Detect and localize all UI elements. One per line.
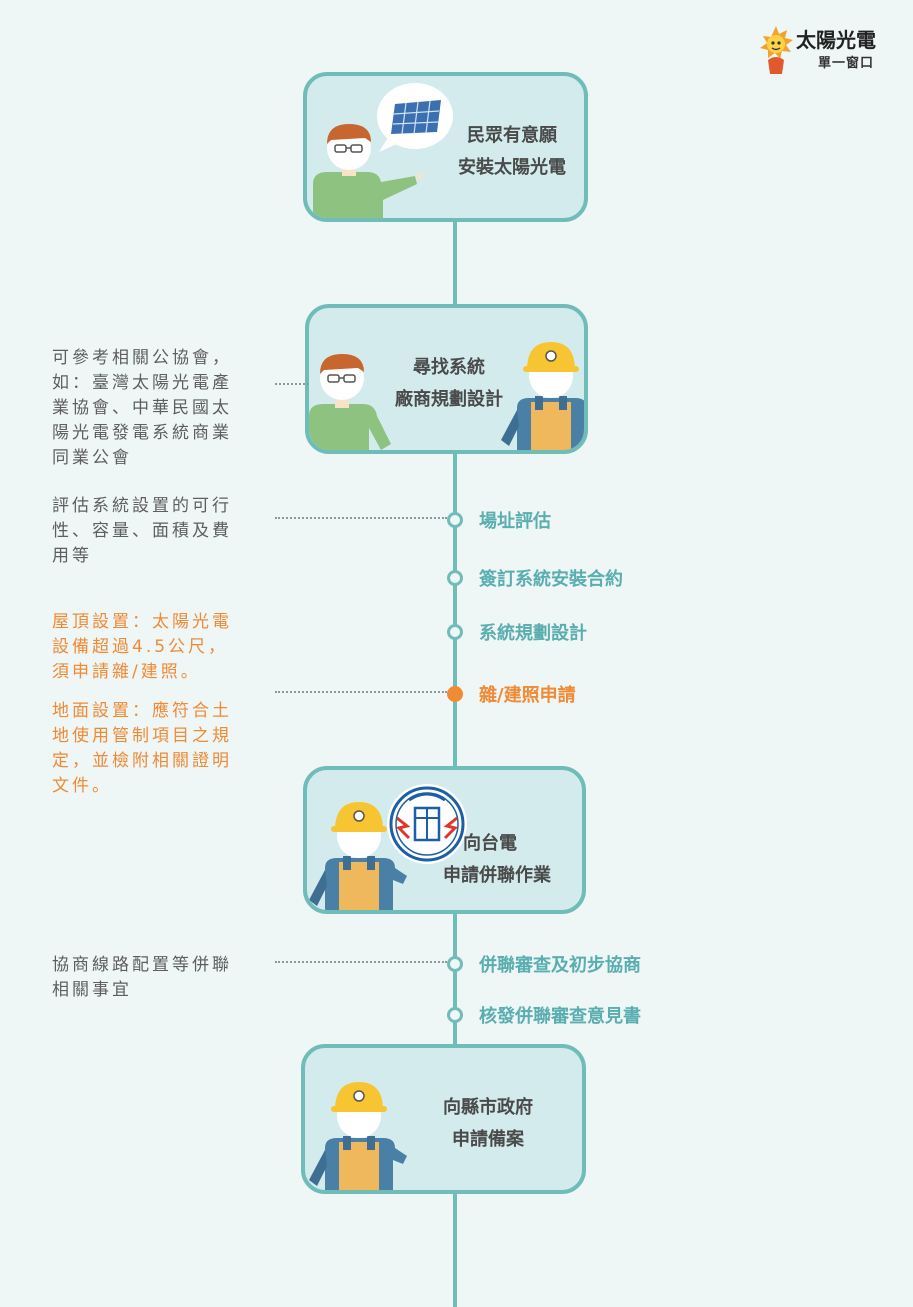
card-county-line2: 申請備案	[452, 1129, 524, 1150]
brand-logo: 太陽光電 單一窗口	[758, 22, 898, 78]
step-label: 核發併聯審查意見書	[479, 1006, 641, 1027]
step-label: 雜/建照申請	[479, 685, 576, 706]
worker-taipower-illustration	[309, 784, 467, 910]
card-intent-line2: 安裝太陽光電	[458, 157, 566, 178]
connector-evaluation	[275, 517, 447, 519]
step-review-opinion: 核發併聯審查意見書	[447, 1002, 641, 1028]
card-intent-title: 民眾有意願 安裝太陽光電	[427, 120, 584, 184]
card-taipower-line2: 申請併聯作業	[443, 865, 551, 886]
step-label: 場址評估	[479, 511, 551, 532]
note-line: 設備超過4.5公尺，	[52, 637, 229, 657]
card-vendor-title: 尋找系統 廠商規劃設計	[369, 352, 529, 416]
note-rooftop: 屋頂設置：太陽光電 設備超過4.5公尺， 須申請雜/建照。	[52, 610, 267, 685]
logo-title: 太陽光電	[796, 28, 876, 52]
step-dot	[447, 956, 463, 972]
sun-mascot-icon	[760, 26, 793, 74]
worker-illustration	[309, 1082, 407, 1190]
citizen-and-worker-illustration	[309, 342, 584, 450]
note-line: 地面設置：應符合土	[52, 701, 232, 721]
note-line: 用等	[52, 546, 92, 566]
logo-subtitle: 單一窗口	[818, 56, 875, 71]
card-vendor-line2: 廠商規劃設計	[395, 389, 503, 410]
citizen-pointing-illustration	[313, 83, 453, 218]
note-line: 相關事宜	[52, 980, 132, 1000]
note-associations: 可參考相關公協會， 如：臺灣太陽光電產 業協會、中華民國太 陽光電發電系統商業 …	[52, 346, 267, 471]
connector-permit	[275, 691, 447, 693]
note-line: 性、容量、面積及費	[52, 521, 232, 541]
note-line: 協商線路配置等併聯	[52, 955, 232, 975]
step-contract: 簽訂系統安裝合約	[447, 565, 623, 591]
step-building-permit: 雜/建照申請	[447, 681, 576, 707]
solar-panel-icon	[391, 100, 441, 135]
step-dot	[447, 512, 463, 528]
card-county-line1: 向縣市政府	[443, 1097, 533, 1118]
note-line: 陽光電發電系統商業	[52, 423, 232, 443]
step-dot	[447, 624, 463, 640]
card-taipower-line1: 向台電	[463, 833, 517, 854]
note-line: 評估系統設置的可行	[52, 496, 232, 516]
note-line: 須申請雜/建照。	[52, 662, 201, 682]
note-line: 可參考相關公協會，	[52, 348, 232, 368]
note-evaluation: 評估系統設置的可行 性、容量、面積及費 用等	[52, 494, 267, 569]
timeline-spine-3	[453, 912, 457, 1048]
note-line: 定，並檢附相關證明	[52, 751, 232, 771]
timeline-spine-4	[453, 1192, 457, 1307]
note-line: 文件。	[52, 776, 112, 796]
card-vendor: 尋找系統 廠商規劃設計	[305, 304, 588, 454]
note-ground: 地面設置：應符合土 地使用管制項目之規 定，並檢附相關證明 文件。	[52, 699, 267, 799]
connector-negotiation	[275, 961, 447, 963]
card-vendor-line1: 尋找系統	[413, 357, 485, 378]
note-line: 地使用管制項目之規	[52, 726, 232, 746]
step-site-evaluation: 場址評估	[447, 507, 551, 533]
step-dot	[447, 1007, 463, 1023]
timeline-spine-2	[453, 452, 457, 770]
note-negotiation: 協商線路配置等併聯 相關事宜	[52, 953, 267, 1003]
step-dot	[447, 570, 463, 586]
step-dot-highlighted	[447, 686, 463, 702]
taipower-logo-icon	[387, 784, 467, 864]
timeline-spine-1	[453, 220, 457, 308]
step-label: 系統規劃設計	[479, 623, 587, 644]
note-line: 同業公會	[52, 448, 132, 468]
card-taipower-title: 向台電 申請併聯作業	[427, 828, 582, 892]
note-line: 如：臺灣太陽光電產	[52, 373, 232, 393]
card-intent-line1: 民眾有意願	[467, 125, 557, 146]
note-line: 業協會、中華民國太	[52, 398, 232, 418]
card-taipower: 向台電 申請併聯作業	[303, 766, 586, 914]
card-intent: 民眾有意願 安裝太陽光電	[303, 72, 588, 222]
step-label: 併聯審查及初步協商	[479, 955, 641, 976]
note-line: 屋頂設置：太陽光電	[52, 612, 232, 632]
connector-associations	[275, 383, 309, 385]
step-label: 簽訂系統安裝合約	[479, 569, 623, 590]
card-county: 向縣市政府 申請備案	[301, 1044, 586, 1194]
card-county-title: 向縣市政府 申請備案	[413, 1092, 563, 1156]
step-system-design: 系統規劃設計	[447, 619, 587, 645]
step-grid-review: 併聯審查及初步協商	[447, 951, 641, 977]
